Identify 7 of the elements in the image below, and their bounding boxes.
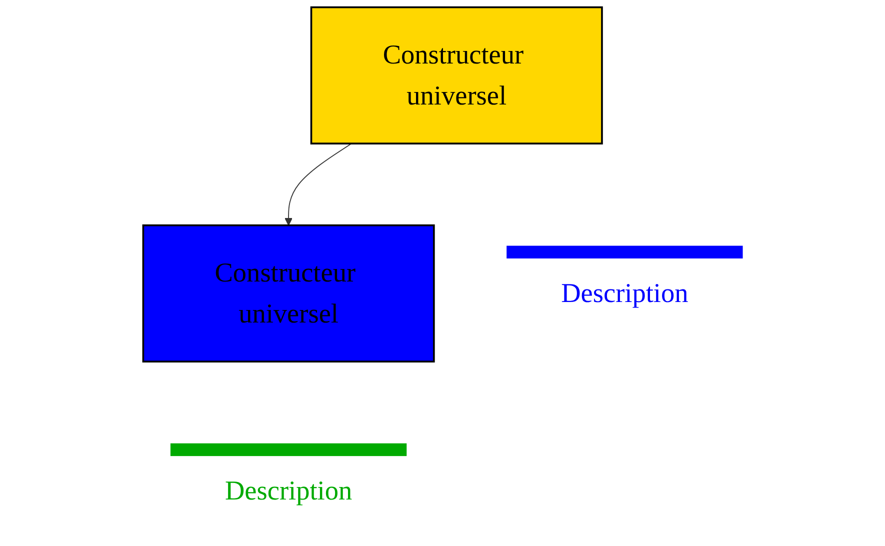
process-box: Constructeur universel	[142, 224, 434, 362]
node-box	[506, 246, 742, 258]
arrow	[284, 143, 352, 226]
node-box	[170, 443, 406, 456]
process-box: Constructeur universel	[310, 6, 602, 144]
tape-with-label: Description	[170, 443, 406, 506]
tape-with-label: Description	[506, 246, 742, 308]
